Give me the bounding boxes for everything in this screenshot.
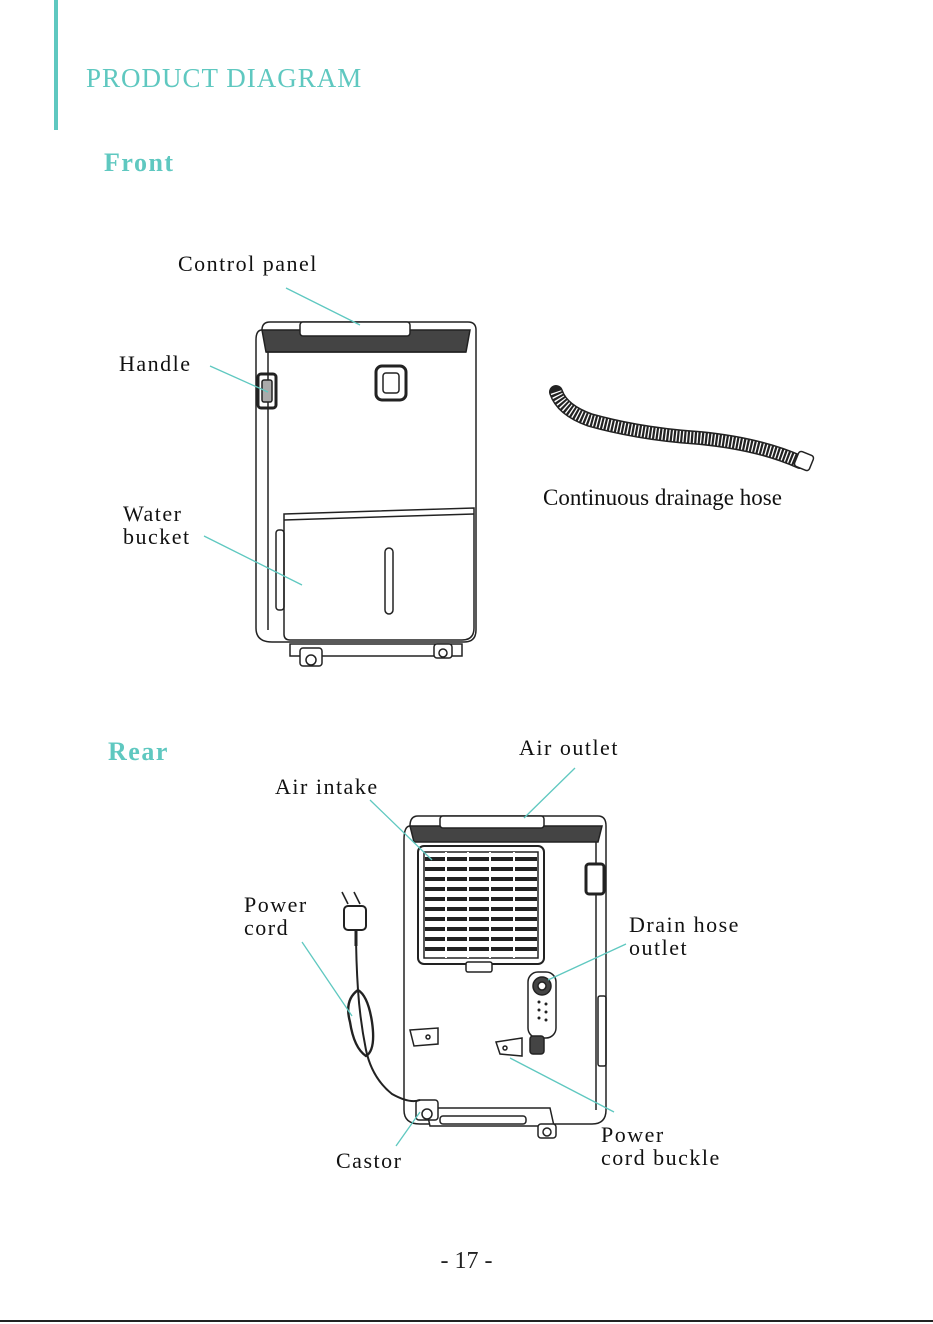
front-castor-right — [434, 644, 452, 658]
label-control-panel: Control panel — [178, 252, 318, 275]
rear-power-cord-buckle — [496, 1038, 522, 1056]
label-power-cord: Power cord — [244, 893, 308, 939]
rear-unit — [404, 816, 606, 1138]
label-water-bucket: Water bucket — [123, 502, 191, 548]
drainage-hose — [556, 392, 814, 471]
label-air-outlet: Air outlet — [519, 736, 619, 759]
label-drain-hose-outlet: Drain hose outlet — [629, 913, 740, 959]
power-plug — [344, 906, 366, 930]
label-continuous-drainage-hose: Continuous drainage hose — [543, 486, 782, 509]
bottom-rule — [0, 1320, 933, 1322]
label-castor: Castor — [336, 1149, 402, 1172]
rear-handle — [586, 864, 604, 894]
label-air-intake: Air intake — [275, 775, 379, 798]
front-water-bucket — [284, 508, 474, 640]
label-handle: Handle — [119, 352, 192, 375]
page-number: - 17 - — [0, 1248, 933, 1275]
front-castor-left — [300, 648, 322, 666]
front-unit — [256, 322, 476, 666]
label-power-cord-buckle: Power cord buckle — [601, 1123, 721, 1169]
rear-castor-left — [416, 1100, 438, 1120]
